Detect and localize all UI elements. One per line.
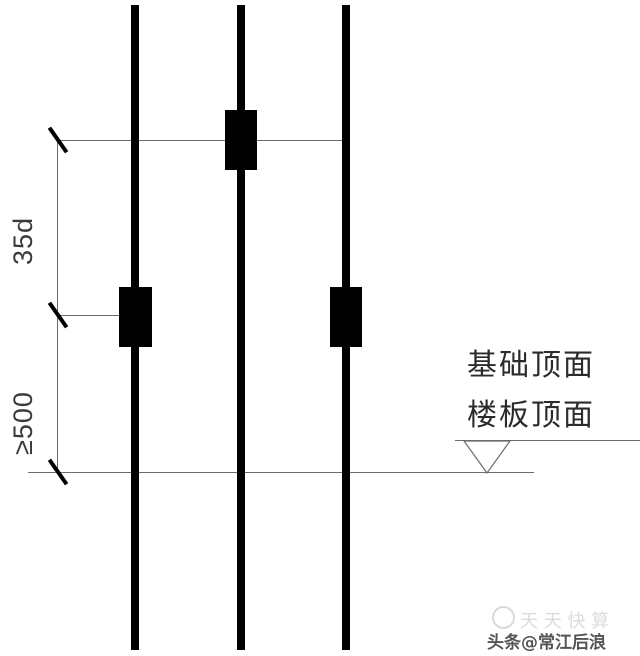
annotation-slab-top: 楼板顶面 [467,398,595,433]
watermark-faint-text: 天 天 快 算 [520,611,610,632]
coupler-lower-bar3 [330,287,362,347]
coupler-upper-bar2 [225,110,257,170]
watermark-circle-icon [492,606,515,629]
reference-line-middle [57,315,142,316]
level-triangle-icon [462,440,512,474]
watermark-text: 头条@常江后浪 [487,633,606,653]
reference-line-top [57,140,342,141]
annotation-foundation-top: 基础顶面 [467,348,595,383]
coupler-lower-bar1 [119,287,152,347]
rebar-2 [237,5,245,650]
dimension-label-500: ≥500 [8,391,38,455]
level-leader-line [455,440,640,441]
baseline-level [28,472,534,473]
dimension-label-35d: 35d [8,216,38,265]
dimension-line-vertical [57,140,58,473]
